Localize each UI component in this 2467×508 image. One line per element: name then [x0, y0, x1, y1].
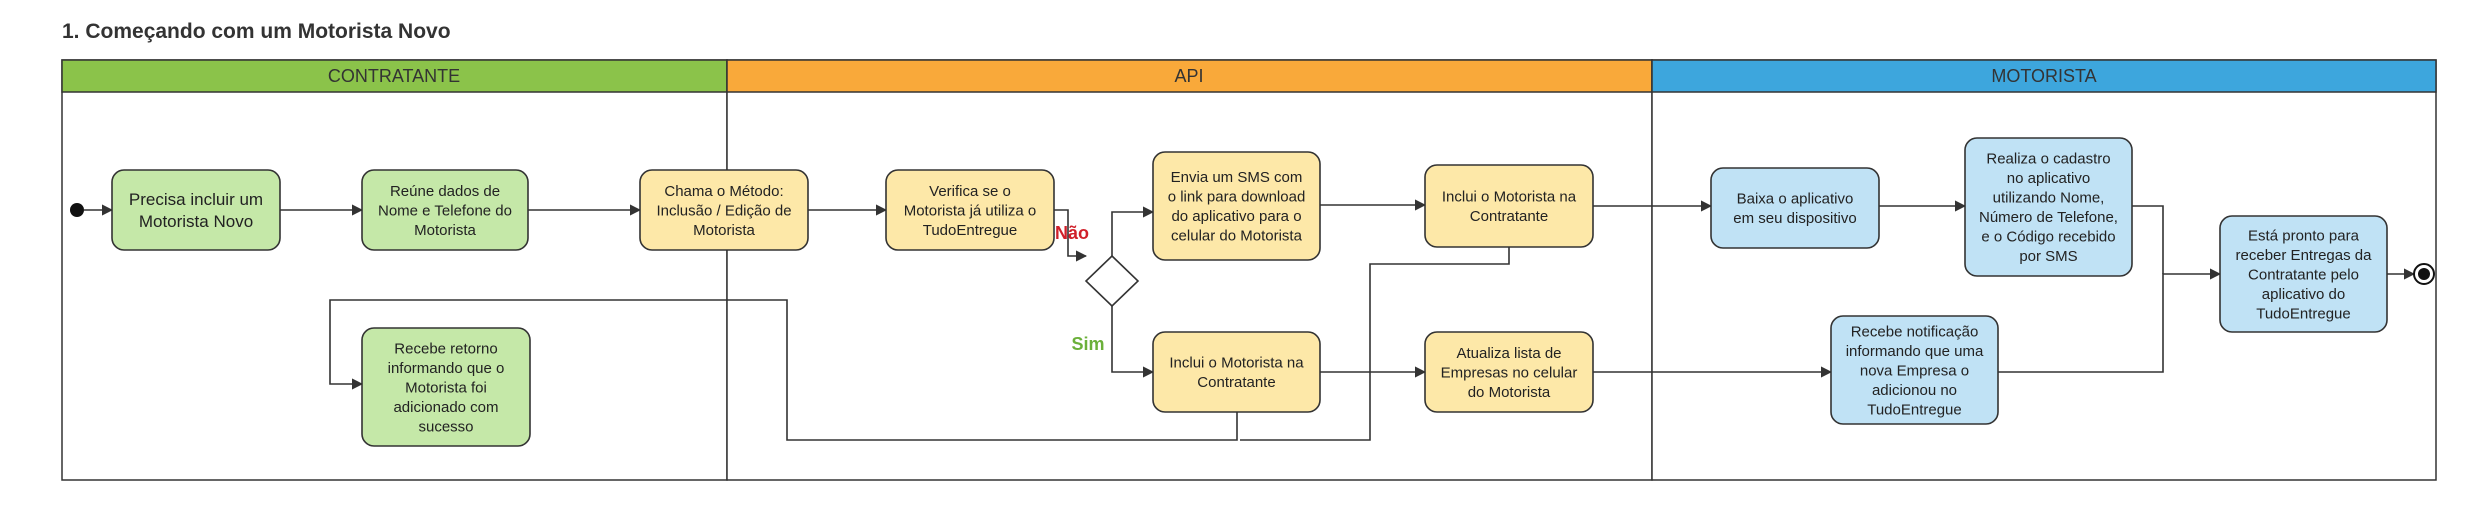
node-baixa: Baixa o aplicativo em seu dispositivo — [1710, 167, 1880, 249]
node-text-line: Motorista já utiliza o — [904, 202, 1037, 219]
node-text-line: Inclusão / Edição de — [656, 202, 791, 219]
node-box — [1424, 331, 1594, 413]
node-text-line: adicionado com — [393, 399, 498, 416]
node-box — [1152, 151, 1321, 261]
node-text-line: utilizando Nome, — [1993, 190, 2105, 207]
lane-api: API — [726, 59, 1653, 481]
node-text-line: TudoEntregue — [1867, 401, 1962, 418]
decision-no-label: Não — [1055, 223, 1089, 243]
node-text-line: Recebe retorno — [394, 340, 497, 357]
node-box — [1710, 167, 1880, 249]
connectors — [84, 199, 2416, 441]
node-box — [361, 169, 529, 251]
node-text-line: informando que uma — [1846, 343, 1984, 360]
node-recebe-retorno: Recebe retorno informando que o Motorista … — [361, 327, 531, 447]
node-box — [639, 169, 809, 251]
node-text-line: Envia um SMS com — [1171, 169, 1303, 186]
node-text-line: receber Entregas da — [2236, 247, 2373, 264]
node-text-line: nova Empresa o — [1860, 362, 1969, 379]
node-text-line: em seu dispositivo — [1733, 210, 1856, 227]
node-realiza: Realiza o cadastro no aplicativo utilizand… — [1964, 137, 2133, 277]
end-node — [2413, 263, 2435, 285]
edge-inclui-down — [1240, 246, 1510, 441]
node-text-line: Motorista Novo — [139, 212, 253, 231]
node-text-line: Verifica se o — [929, 183, 1011, 200]
lane-motorista-header — [1651, 59, 2437, 93]
node-atualiza: Atualiza lista de Empresas no celular do M… — [1424, 331, 1594, 413]
node-reune: Reúne dados de Nome e Telefone do Motorist… — [361, 169, 529, 251]
edge-notificacao-join — [1998, 268, 2222, 373]
node-box — [361, 327, 531, 447]
node-pronto: Está pronto para receber Entregas da Contr… — [2219, 215, 2388, 333]
edge-realiza-join — [2132, 205, 2164, 274]
node-text-line: Precisa incluir um — [129, 190, 263, 209]
node-text-line: Baixa o aplicativo — [1737, 191, 1854, 208]
node-precisa: Precisa incluir um Motorista Novo — [111, 169, 281, 251]
node-text-line: Recebe notificação — [1851, 323, 1979, 340]
lane-contratante-header — [61, 59, 728, 93]
node-text-line: celular do Motorista — [1171, 228, 1303, 245]
decision-diamond — [1084, 254, 1140, 308]
edge-verifica-decision — [1054, 209, 1088, 262]
lane-api-label: API — [1174, 66, 1203, 86]
node-text-line: informando que o — [388, 360, 505, 377]
node-box — [1964, 137, 2133, 277]
node-inclui-nao: Inclui o Motorista na Contratante — [1424, 164, 1594, 248]
node-text-line: adicionou no — [1872, 382, 1957, 399]
start-node — [70, 203, 84, 217]
node-box — [111, 169, 281, 251]
node-text-line: do aplicativo para o — [1171, 208, 1301, 225]
page-title: 1. Começando com um Motorista Novo — [62, 20, 451, 43]
node-text-line: Realiza o cadastro — [1986, 151, 2110, 168]
node-text-line: TudoEntregue — [2256, 305, 2351, 322]
node-text-line: Reúne dados de — [390, 183, 500, 200]
node-text-line: Motorista — [414, 222, 476, 239]
lane-motorista-label: MOTORISTA — [1991, 66, 2096, 86]
node-box — [1424, 164, 1594, 248]
node-text-line: e o Código recebido — [1981, 229, 2115, 246]
node-text-line: Inclui o Motorista na — [1442, 189, 1577, 206]
node-envia-sms: Envia um SMS com o link para download do a… — [1152, 151, 1321, 261]
node-text-line: TudoEntregue — [923, 222, 1018, 239]
edge-decision-sim — [1111, 306, 1155, 378]
node-box — [1152, 331, 1321, 413]
node-text-line: Inclui o Motorista na — [1169, 355, 1304, 372]
node-text-line: do Motorista — [1468, 384, 1551, 401]
decision-yes-label: Sim — [1071, 334, 1104, 354]
node-text-line: sucesso — [418, 418, 473, 435]
node-text-line: Contratante pelo — [2248, 266, 2359, 283]
node-box — [1830, 315, 1999, 425]
node-verifica: Verifica se o Motorista já utiliza o TudoE… — [885, 169, 1055, 251]
lane-contratante-label: CONTRATANTE — [328, 66, 460, 86]
node-box — [885, 169, 1055, 251]
node-text-line: Número de Telefone, — [1979, 209, 2118, 226]
node-inclui-sim: Inclui o Motorista na Contratante — [1152, 331, 1321, 413]
node-text-line: Chama o Método: — [664, 183, 783, 200]
node-text-line: Empresas no celular — [1441, 364, 1578, 381]
node-text-line: aplicativo do — [2262, 286, 2345, 303]
node-text-line: Atualiza lista de — [1456, 345, 1561, 362]
node-text-line: Está pronto para — [2248, 227, 2360, 244]
node-text-line: Contratante — [1197, 374, 1275, 391]
node-text-line: no aplicativo — [2007, 170, 2090, 187]
node-recebe-notificacao: Recebe notificação informando que uma nova… — [1830, 315, 1999, 425]
node-text-line: Motorista — [693, 222, 755, 239]
edge-sim-return — [329, 299, 1238, 441]
node-text-line: o link para download — [1168, 189, 1306, 206]
node-text-line: Contratante — [1470, 208, 1548, 225]
node-text-line: Motorista foi — [405, 379, 487, 396]
node-box — [2219, 215, 2388, 333]
node-text-line: Nome e Telefone do — [378, 202, 512, 219]
node-text-line: por SMS — [2019, 248, 2077, 265]
node-chama-metodo: Chama o Método: Inclusão / Edição de Motor… — [639, 169, 809, 251]
edge-decision-nao — [1111, 206, 1155, 256]
